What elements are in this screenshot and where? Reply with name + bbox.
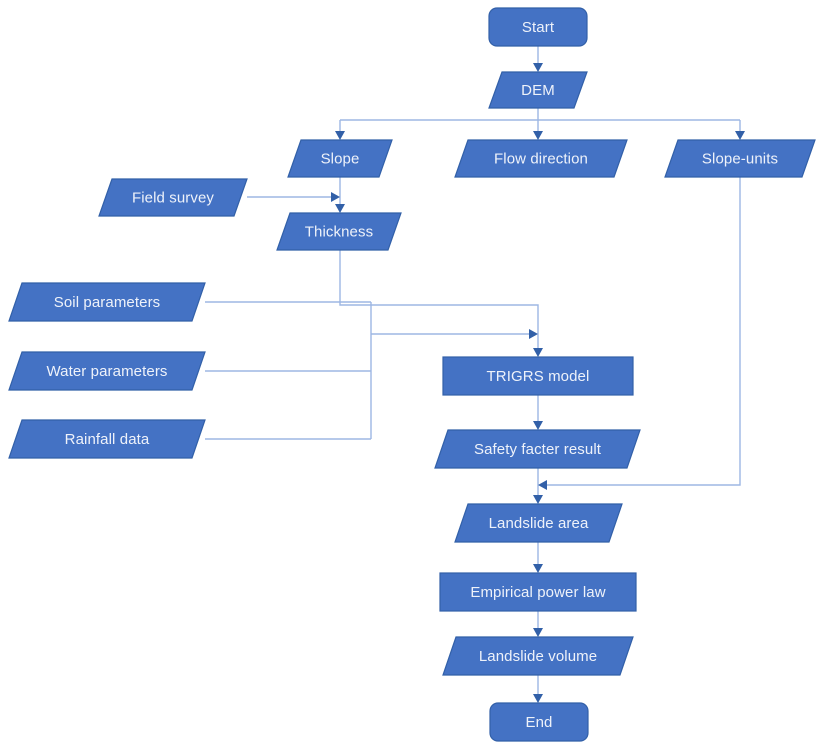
node-trigrs-model[interactable]: TRIGRS model	[442, 356, 634, 396]
arrow-head-icon	[735, 131, 745, 140]
connector-volume-to-end	[533, 675, 543, 703]
node-shape-parallelogram[interactable]	[276, 212, 402, 251]
node-shape-parallelogram[interactable]	[8, 419, 206, 459]
node-water-parameters[interactable]: Water parameters	[8, 351, 206, 391]
connector-line	[339, 250, 539, 353]
node-label-trigrs-model: TRIGRS model	[487, 368, 590, 385]
node-label-rainfall-data: Rainfall data	[65, 431, 150, 448]
node-shape-parallelogram[interactable]	[454, 139, 628, 178]
node-shape-parallelogram[interactable]	[442, 636, 634, 676]
node-shape-parallelogram[interactable]	[434, 429, 641, 469]
node-dem[interactable]: DEM	[488, 71, 588, 109]
node-label-water-parameters: Water parameters	[46, 363, 167, 380]
connector-thickness-to-trigrs	[339, 250, 543, 357]
node-label-start: Start	[522, 19, 555, 36]
node-thickness[interactable]: Thickness	[276, 212, 402, 251]
connector-safety-factor-to-landslide	[533, 468, 543, 504]
node-label-flow-direction: Flow direction	[494, 150, 588, 167]
connector-slope-units-to-landslide-area	[538, 177, 741, 490]
node-label-empirical-law: Empirical power law	[470, 584, 605, 601]
arrow-head-icon	[335, 204, 345, 213]
node-shape-parallelogram[interactable]	[8, 351, 206, 391]
connector-field-survey-to-thickness	[247, 192, 340, 202]
arrow-head-icon	[529, 329, 538, 339]
arrow-head-icon	[538, 480, 547, 490]
node-label-dem: DEM	[521, 82, 555, 99]
connector-empirical-to-volume	[533, 611, 543, 637]
node-label-landslide-volume: Landslide volume	[479, 648, 597, 665]
arrow-head-icon	[533, 348, 543, 357]
node-start[interactable]: Start	[488, 7, 588, 47]
connector-slope-to-thickness	[335, 177, 345, 213]
node-shape-parallelogram[interactable]	[454, 503, 623, 543]
connector-landslide-area-to-empirical	[533, 542, 543, 573]
node-rainfall-data[interactable]: Rainfall data	[8, 419, 206, 459]
node-soil-parameters[interactable]: Soil parameters	[8, 282, 206, 322]
node-landslide-volume[interactable]: Landslide volume	[442, 636, 634, 676]
node-label-thickness: Thickness	[305, 223, 373, 240]
node-shape-parallelogram[interactable]	[8, 282, 206, 322]
connector-line	[546, 177, 741, 486]
connector-split-to-slope	[335, 120, 345, 140]
arrow-head-icon	[335, 131, 345, 140]
node-empirical-law[interactable]: Empirical power law	[439, 572, 637, 612]
node-label-safety-factor: Safety facter result	[474, 441, 602, 458]
node-label-end: End	[526, 714, 553, 731]
connector-layer	[205, 46, 745, 703]
arrow-head-icon	[533, 131, 543, 140]
node-shape-parallelogram[interactable]	[664, 139, 816, 178]
node-label-slope-units: Slope-units	[702, 150, 778, 167]
node-flow-direction[interactable]: Flow direction	[454, 139, 628, 178]
connector-start-to-dem	[533, 46, 543, 72]
node-shape-parallelogram[interactable]	[488, 71, 588, 109]
node-shape-parallelogram[interactable]	[287, 139, 393, 178]
node-shape-rectangle[interactable]	[442, 356, 634, 396]
node-shape-rectangle[interactable]	[439, 572, 637, 612]
node-slope-units[interactable]: Slope-units	[664, 139, 816, 178]
arrow-head-icon	[533, 495, 543, 504]
connector-split-to-flow-direction	[533, 120, 543, 140]
arrow-head-icon	[331, 192, 340, 202]
node-label-slope: Slope	[321, 150, 360, 167]
arrow-head-icon	[533, 694, 543, 703]
node-shape-parallelogram[interactable]	[98, 178, 248, 217]
node-label-field-survey: Field survey	[132, 189, 214, 206]
arrow-head-icon	[533, 421, 543, 430]
node-field-survey[interactable]: Field survey	[98, 178, 248, 217]
connector-split-to-slope-units	[735, 120, 745, 140]
node-shape-rounded-rectangle[interactable]	[489, 702, 589, 742]
arrow-head-icon	[533, 63, 543, 72]
node-slope[interactable]: Slope	[287, 139, 393, 178]
node-end[interactable]: End	[489, 702, 589, 742]
node-shape-rounded-rectangle[interactable]	[488, 7, 588, 47]
node-label-landslide-area: Landslide area	[489, 515, 589, 532]
connector-merge-bus-to-trigrs	[371, 329, 538, 339]
node-landslide-area[interactable]: Landslide area	[454, 503, 623, 543]
arrow-head-icon	[533, 564, 543, 573]
arrow-head-icon	[533, 628, 543, 637]
node-safety-factor[interactable]: Safety facter result	[434, 429, 641, 469]
node-label-soil-parameters: Soil parameters	[54, 294, 161, 311]
connector-trigrs-to-safety-factor	[533, 395, 543, 430]
